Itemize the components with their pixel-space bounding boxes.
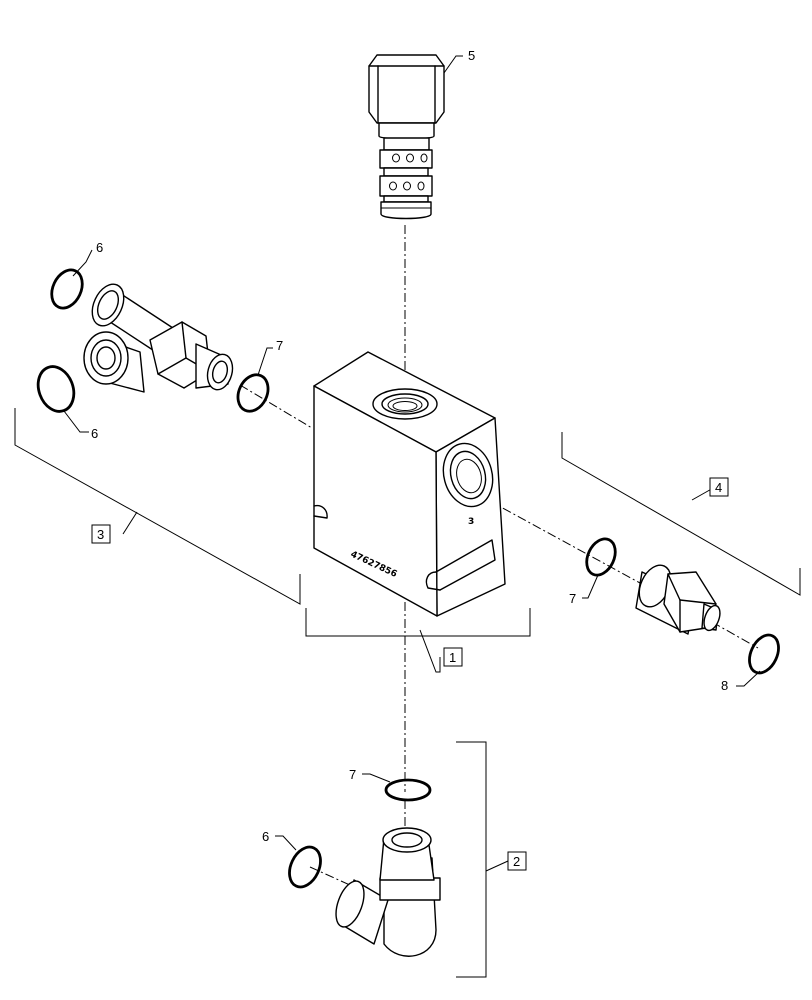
callout-5: 5	[468, 48, 475, 63]
callout-box-1	[443, 647, 463, 667]
callout-8: 8	[721, 678, 728, 693]
callout-1: 1	[449, 650, 456, 665]
callout-6-bottom: 6	[262, 829, 269, 844]
elbow-fitting	[335, 827, 441, 957]
callout-6-top: 6	[96, 240, 103, 255]
tee-fitting	[83, 283, 234, 393]
callout-3: 3	[97, 527, 104, 542]
callout-2: 2	[513, 854, 520, 869]
callout-box-2	[507, 851, 527, 871]
callout-box-3	[91, 524, 111, 544]
callout-6-left: 6	[91, 426, 98, 441]
callout-boxes	[91, 477, 729, 871]
straight-fitting	[635, 564, 721, 635]
callout-box-4	[709, 477, 729, 497]
callout-labels: 1 2 3 4 5 6 6 6 7 7 7 8	[91, 48, 728, 869]
o-rings	[36, 268, 780, 889]
callout-4: 4	[715, 480, 722, 495]
callout-7-right: 7	[569, 591, 576, 606]
callout-7-top: 7	[276, 338, 283, 353]
cartridge-valve	[368, 54, 445, 220]
callout-leaders	[63, 55, 761, 872]
group-brackets	[14, 408, 801, 978]
callout-7-bottom: 7	[349, 767, 356, 782]
port-number-marking: 3	[468, 517, 474, 527]
center-lines	[239, 225, 759, 887]
valve-block: 47627856 3	[313, 351, 506, 617]
